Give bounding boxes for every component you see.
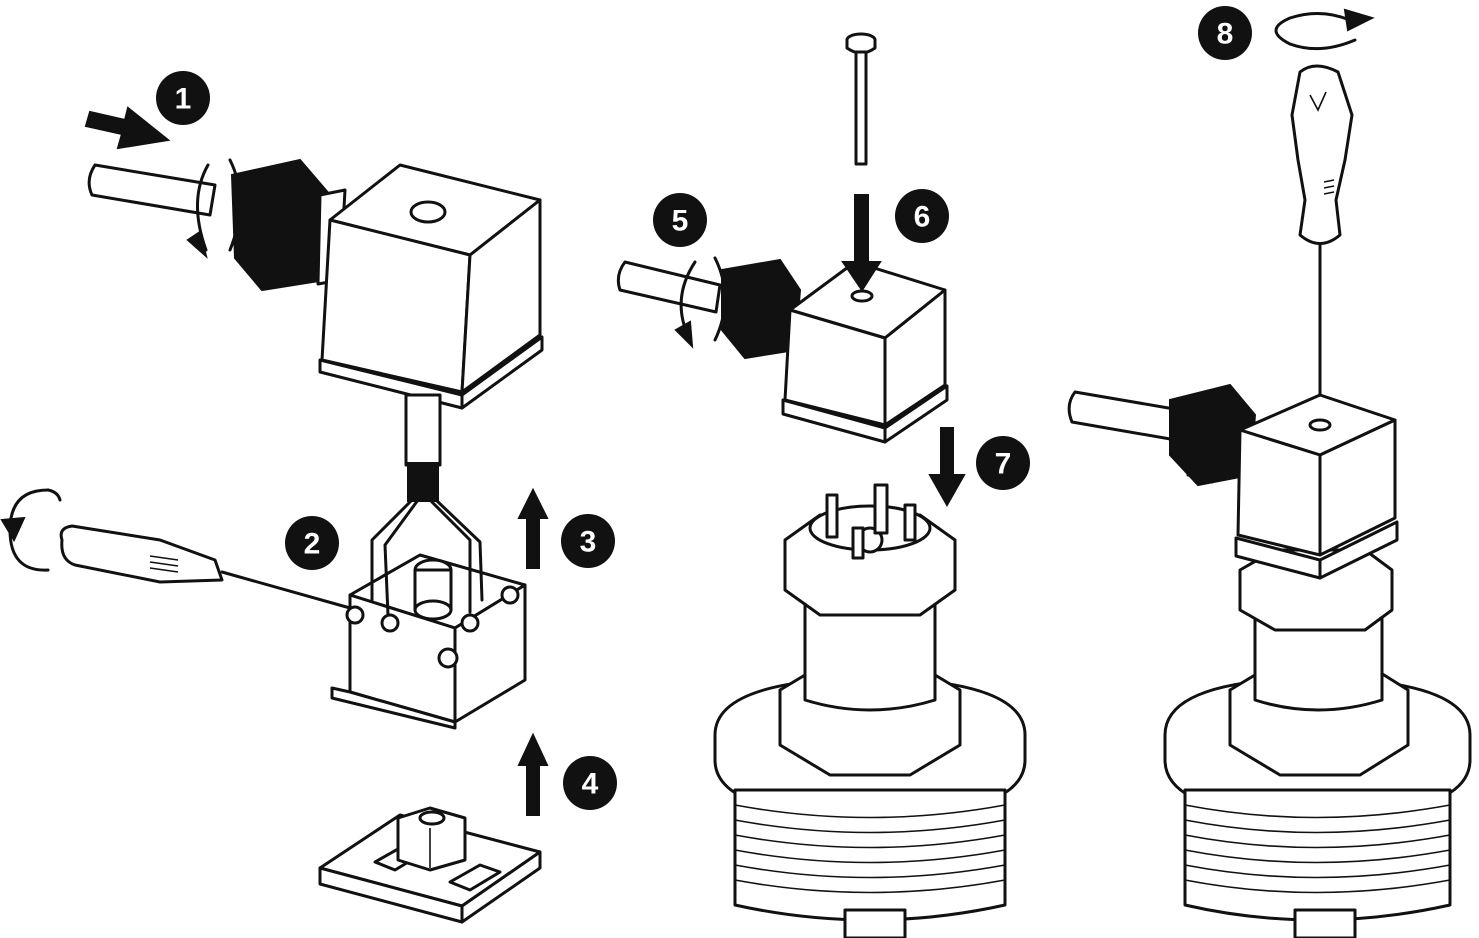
step5-connector-housing: [781, 260, 949, 444]
step2-terminal-block: [330, 553, 527, 730]
step1-cable: [87, 163, 217, 217]
step2-rotation-ring-icon: [0, 488, 62, 572]
step5-cable: [616, 260, 722, 314]
step8-sensor-assembly: [1163, 393, 1472, 938]
step6-screw: [845, 32, 877, 166]
step-number-1: 1: [175, 83, 192, 116]
step-number-6: 6: [914, 201, 931, 234]
step-badge-5: 5: [653, 193, 707, 247]
step-badge-4: 4: [563, 756, 617, 810]
step4-up-arrow-icon: [517, 732, 549, 816]
step-badge-6: 6: [895, 189, 949, 243]
step-badge-3: 3: [561, 514, 615, 568]
step1-push-arrow-icon: [84, 106, 171, 150]
step-badge-7: 7: [976, 436, 1030, 490]
step7-down-arrow-icon: [928, 427, 966, 508]
step-badge-8: 8: [1198, 6, 1252, 60]
step-badge-1: 1: [156, 71, 210, 125]
step1-cable-through-housing: [404, 393, 442, 502]
step2-wires: [370, 498, 484, 617]
step8-cable: [1067, 390, 1182, 442]
step-badge-2: 2: [285, 516, 339, 570]
step7-sensor-base: [713, 483, 1027, 938]
step6-down-arrow-icon: [841, 194, 882, 292]
step3-up-arrow-icon: [517, 487, 549, 569]
step-number-2: 2: [304, 528, 321, 561]
step-number-5: 5: [672, 205, 689, 238]
step8-rotation-arrow-icon: [1274, 8, 1375, 51]
step4-base-plate: [318, 806, 542, 924]
step-number-8: 8: [1217, 18, 1234, 51]
step8-screwdriver: [1290, 64, 1354, 427]
step1-connector-housing: [318, 163, 544, 410]
step-number-3: 3: [580, 526, 597, 559]
step-number-7: 7: [995, 448, 1012, 481]
step-number-4: 4: [582, 768, 599, 801]
step2-screwdriver: [59, 524, 352, 610]
